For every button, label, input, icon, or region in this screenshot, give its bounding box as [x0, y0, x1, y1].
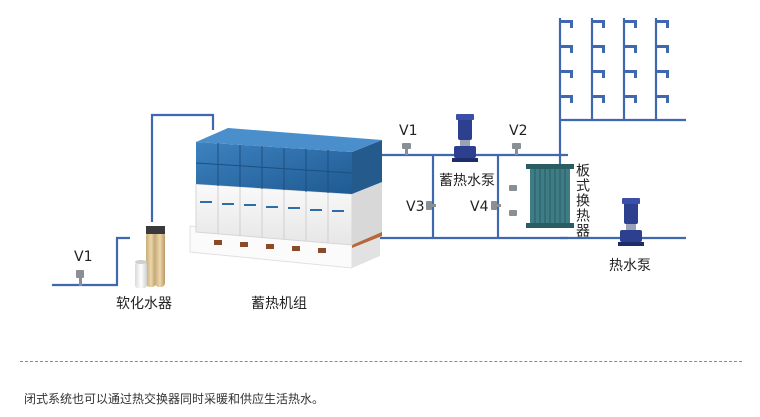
dashed-divider — [20, 361, 742, 362]
hot-water-pump-icon — [618, 198, 644, 246]
faucet-icon — [624, 20, 637, 28]
faucet-icon — [592, 95, 605, 103]
valve-v2-label: V2 — [509, 123, 528, 139]
plate-exchanger-label: 板式换热器 — [574, 163, 590, 238]
storage-unit-label: 蓄热机组 — [251, 296, 307, 312]
faucets — [560, 20, 669, 103]
valve-v4-icon — [491, 201, 501, 210]
valve-v3-label: V3 — [406, 199, 425, 215]
faucet-icon — [560, 20, 573, 28]
faucet-icon — [560, 95, 573, 103]
plate-heat-exchanger-icon — [526, 164, 574, 228]
valve-v4-label: V4 — [470, 199, 489, 215]
storage-pump-label: 蓄热水泵 — [439, 173, 495, 189]
faucet-icon — [624, 95, 637, 103]
faucet-icon — [592, 70, 605, 78]
storage-pump-icon — [452, 114, 478, 162]
valve-v3-icon — [426, 201, 436, 210]
heat-storage-unit — [189, 128, 382, 269]
faucet-icon — [560, 70, 573, 78]
faucet-icon — [592, 45, 605, 53]
faucet-icon — [624, 45, 637, 53]
softener-label: 软化水器 — [116, 296, 172, 312]
valve-v1-right-label: V1 — [399, 123, 418, 139]
faucet-icon — [656, 20, 669, 28]
valves — [76, 143, 521, 286]
closed-system-diagram: V1 软化水器 蓄热机组 V1 V2 蓄热水泵 V3 V4 板式换热器 热水泵 — [52, 18, 686, 312]
caption-text: 闭式系统也可以通过热交换器同时采暖和供应生活热水。 — [24, 392, 325, 406]
valve-v2-icon — [512, 143, 521, 155]
exchanger-valve-icon — [509, 185, 517, 216]
faucet-icon — [656, 45, 669, 53]
softener-inlet-pipe — [52, 236, 130, 287]
softener-outlet-pipe — [150, 113, 215, 222]
diagram-svg — [52, 18, 686, 288]
valve-v1-left-icon — [76, 270, 84, 286]
valve-v1-left-label: V1 — [74, 249, 93, 265]
faucet-icon — [592, 20, 605, 28]
faucet-icon — [624, 70, 637, 78]
faucet-icon — [656, 95, 669, 103]
hot-water-pump-label: 热水泵 — [609, 258, 651, 274]
water-softener — [135, 226, 165, 288]
faucet-icon — [560, 45, 573, 53]
valve-v1-right-icon — [402, 143, 411, 155]
faucet-icon — [656, 70, 669, 78]
